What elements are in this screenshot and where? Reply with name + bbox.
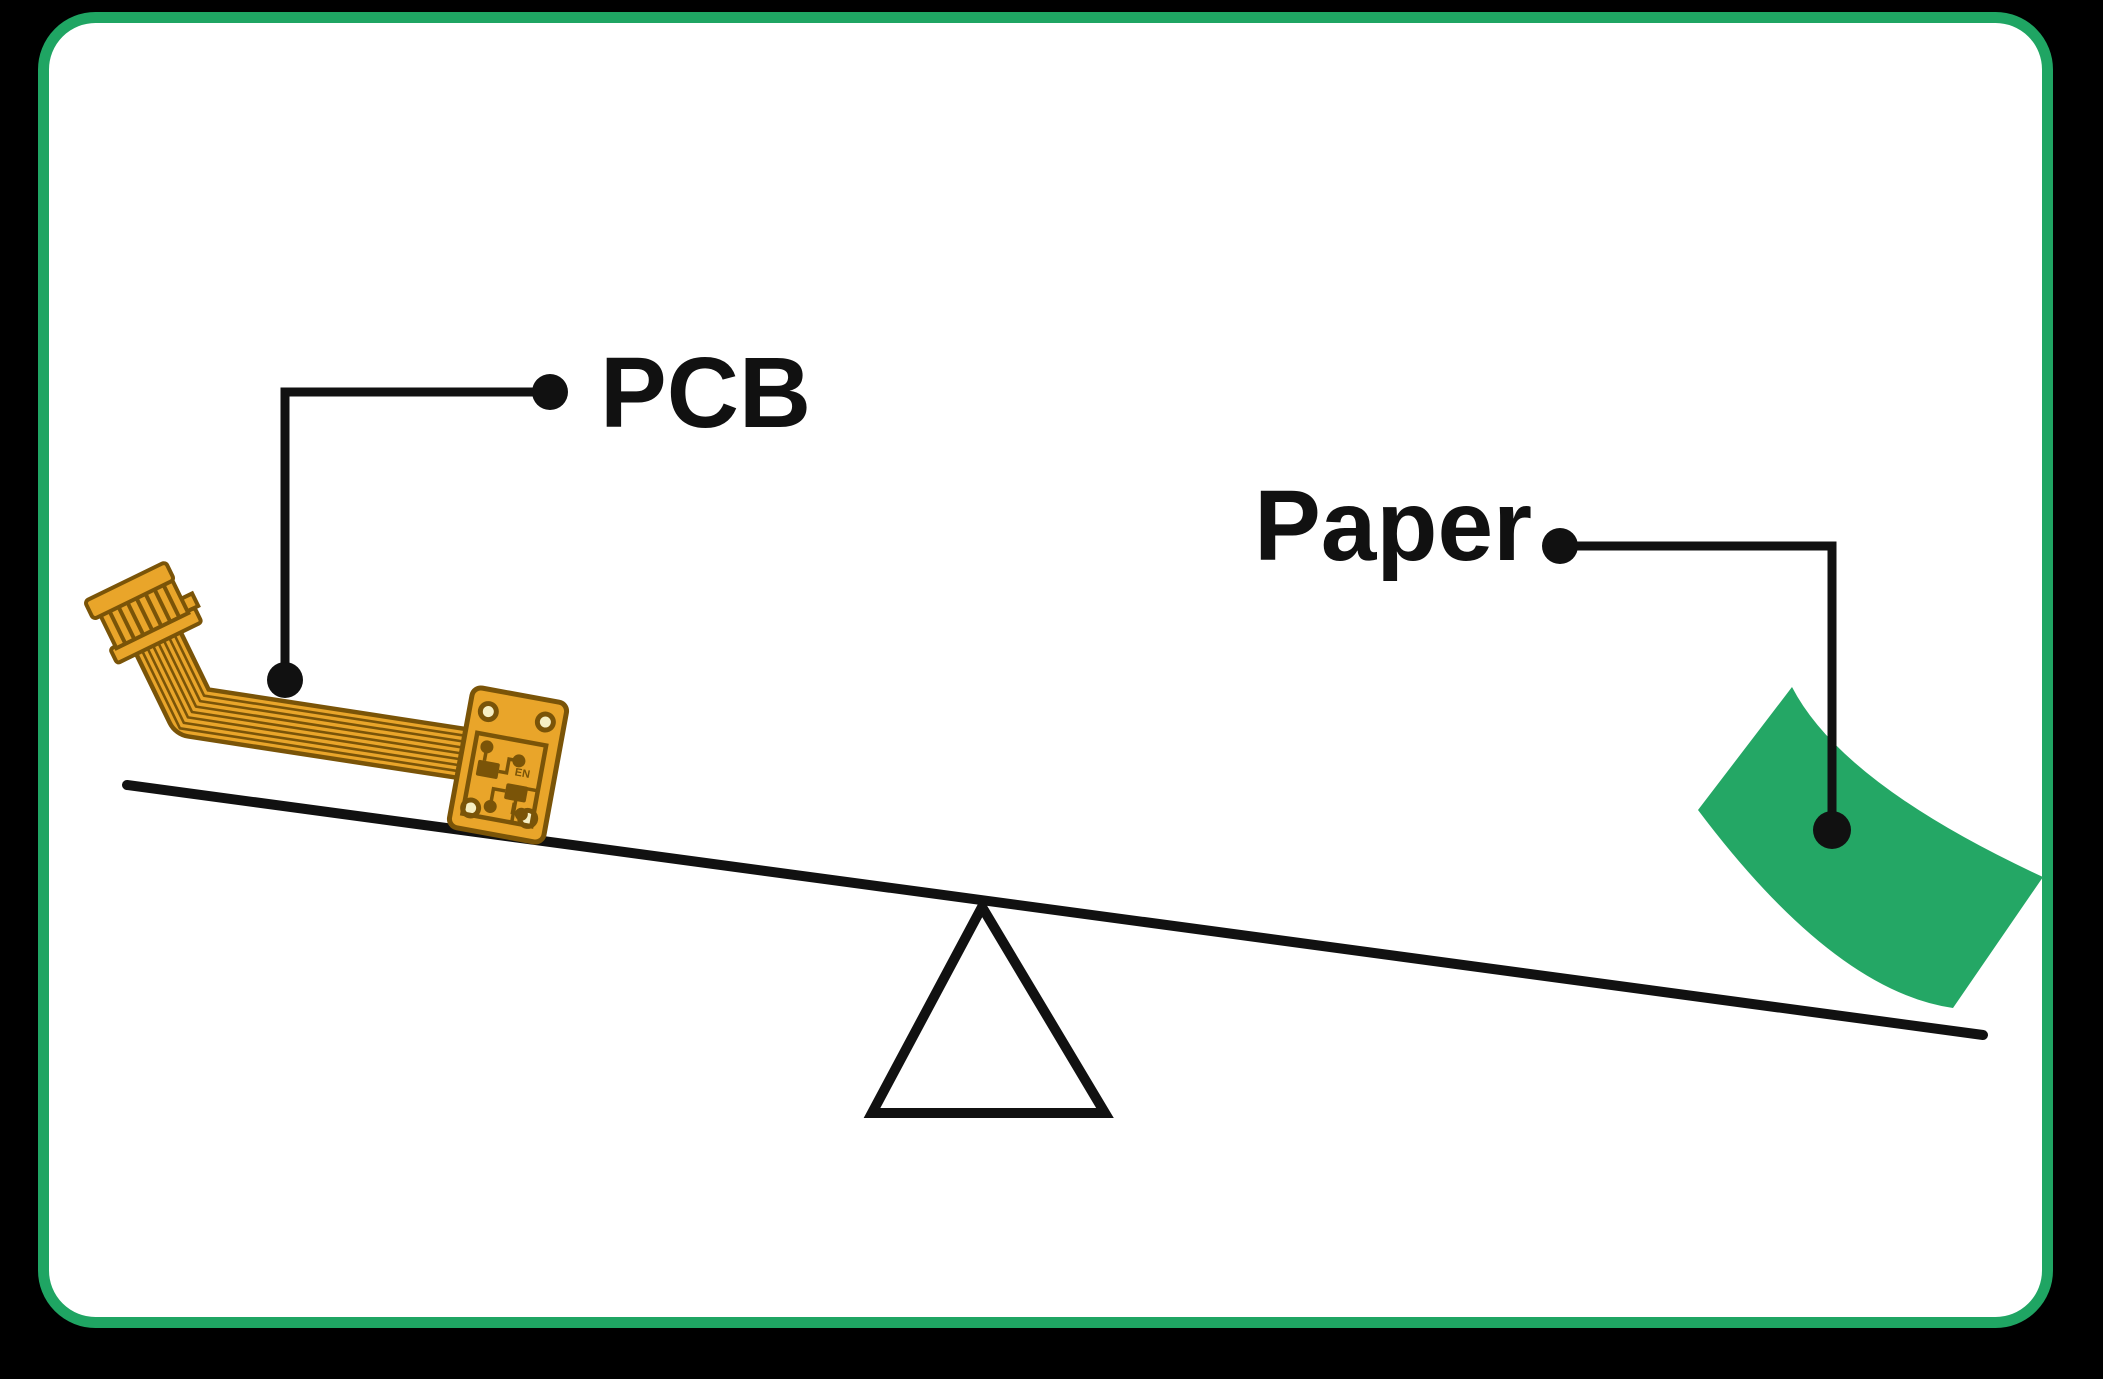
illustration-card bbox=[38, 12, 2053, 1328]
pad-silkscreen-text: EN bbox=[514, 766, 531, 781]
pcb-callout-dot-object bbox=[267, 662, 303, 698]
seesaw-plank bbox=[122, 780, 1988, 1040]
flex-pcb-traces bbox=[137, 627, 475, 775]
paper-callout-line bbox=[1560, 541, 1837, 830]
paper-callout-dot-label bbox=[1542, 528, 1578, 564]
paper-label: Paper bbox=[1254, 470, 1532, 582]
pcb-callout bbox=[267, 374, 568, 698]
paper-callout-dot-object bbox=[1813, 811, 1851, 849]
paper-callout bbox=[1542, 528, 1851, 849]
paper-sheet bbox=[1698, 687, 2043, 1008]
pcb-callout-dot-label bbox=[532, 374, 568, 410]
flex-pcb-connector bbox=[84, 561, 203, 665]
flex-pcb-pad: EN bbox=[446, 685, 570, 845]
flex-pcb: EN bbox=[84, 561, 570, 845]
fulcrum-triangle bbox=[863, 896, 1114, 1118]
pcb-label: PCB bbox=[600, 337, 811, 449]
pcb-callout-line bbox=[280, 387, 550, 680]
